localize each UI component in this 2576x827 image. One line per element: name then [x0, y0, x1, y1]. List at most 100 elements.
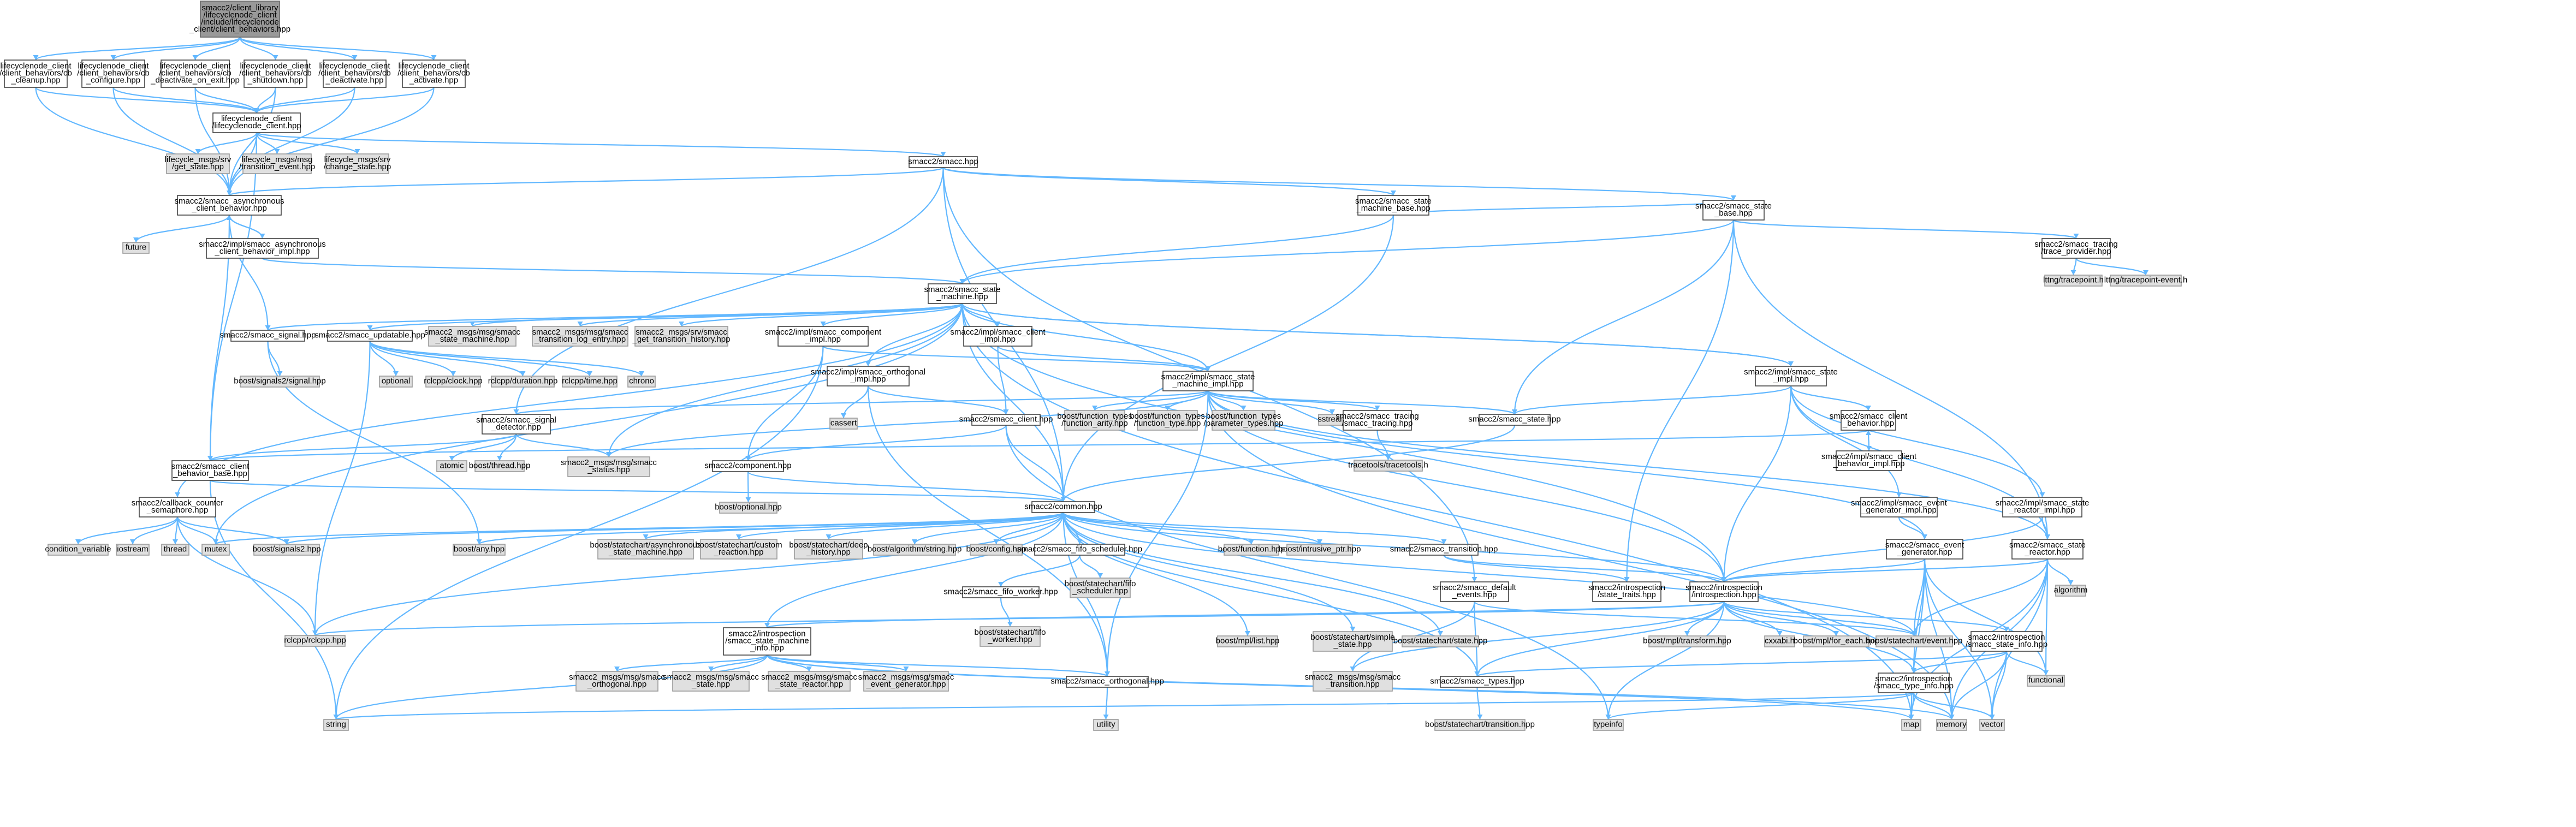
header-node-state-machine[interactable]: smacc2/smacc_state_machine.hpp — [924, 283, 1001, 304]
header-node-state-info[interactable]: smacc2/introspection/smacc_state_info.hp… — [1966, 631, 2047, 652]
dependency-edge — [209, 215, 230, 461]
dependency-arrowhead — [1624, 577, 1630, 582]
header-node-fifo-sched[interactable]: smacc2/smacc_fifo_scheduler.hpp — [1017, 544, 1142, 556]
node-box — [1070, 578, 1131, 598]
node-box — [971, 414, 1041, 426]
header-node-vector: vector — [1979, 719, 2005, 731]
header-node-reactor-impl[interactable]: smacc2/impl/smacc_state_reactor_impl.hpp — [1996, 497, 2090, 517]
header-node-async-cb[interactable]: smacc2/smacc_asynchronous_client_behavio… — [175, 195, 284, 216]
header-node-orth-impl[interactable]: smacc2/impl/smacc_orthogonal_impl.hpp — [811, 366, 925, 386]
dependency-edges — [33, 36, 2148, 721]
dependency-edge — [132, 516, 179, 545]
header-node-smacc-state[interactable]: smacc2/smacc_state.hpp — [1468, 414, 1561, 426]
header-node-state-impl[interactable]: smacc2/impl/smacc_state_impl.hpp — [1744, 366, 1838, 386]
node-box — [323, 60, 387, 88]
node-box — [1860, 497, 1938, 517]
header-node-cb-cleanup[interactable]: lifecyclenode_client/client_behaviors/cb… — [0, 60, 72, 88]
node-label-line: smacc2/smacc_fifo_worker.hpp — [943, 587, 1058, 597]
dependency-arrowhead — [577, 322, 583, 326]
node-label-line: _generator_impl.hpp — [1861, 505, 1937, 515]
node-label-line: smacc2/smacc_client.hpp — [959, 415, 1053, 424]
header-node-root[interactable]: smacc2/client_library/lifecyclenode_clie… — [189, 1, 290, 38]
dependency-edge — [215, 303, 963, 545]
dependency-edge — [1991, 651, 2008, 720]
dependency-edge — [1000, 555, 1081, 587]
header-node-client-behavior[interactable]: smacc2/smacc_client_behavior.hpp — [1830, 410, 1908, 431]
node-label-line: smacc2/impl/smacc_state — [1996, 498, 2090, 508]
header-node-introspection[interactable]: smacc2/introspection/introspection.hpp — [1685, 581, 1762, 602]
dependency-arrowhead — [274, 149, 280, 154]
header-node-cb-base[interactable]: smacc2/smacc_client_behavior_base.hpp — [171, 460, 250, 481]
header-node-tracing-tp[interactable]: smacc2/smacc_tracing/trace_provider.hpp — [2034, 238, 2118, 259]
header-node-smacc-hpp[interactable]: smacc2/smacc.hpp — [908, 156, 978, 168]
header-node-state-traits[interactable]: smacc2/introspection/state_traits.hpp — [1588, 581, 1665, 602]
node-label-line: boost/any.hpp — [454, 545, 504, 554]
header-node-updatable[interactable]: smacc2/smacc_updatable.hpp — [314, 330, 425, 342]
header-node-ev-gen-impl[interactable]: smacc2/impl/smacc_event_generator_impl.h… — [1851, 497, 1948, 517]
header-node-default-events[interactable]: smacc2/smacc_default_events.hpp — [1433, 581, 1517, 602]
dependency-edge — [209, 429, 1869, 462]
node-box — [777, 326, 869, 347]
header-node-smacc-types[interactable]: smacc2/smacc_types.hpp — [1430, 676, 1524, 688]
header-node-sig-detector[interactable]: smacc2/smacc_signal_detector.hpp — [476, 414, 556, 435]
header-node-sm-impl[interactable]: smacc2/impl/smacc_state_machine_impl.hpp — [1161, 371, 1255, 391]
dependency-edge — [256, 132, 358, 154]
header-node-sm-info[interactable]: smacc2/introspection/smacc_state_machine… — [723, 627, 811, 656]
dependency-edge — [1476, 650, 2008, 677]
node-label-line: rclcpp/clock.hpp — [424, 377, 483, 386]
dependency-edge — [822, 303, 963, 327]
dependency-arrowhead — [1317, 539, 1322, 544]
header-node-cb-shutdown[interactable]: lifecyclenode_client/client_behaviors/cb… — [239, 60, 312, 88]
header-node-transition-event: lifecycle_msgs/msg/transition_event.hpp — [239, 153, 315, 174]
header-node-async-cb-impl[interactable]: smacc2/impl/smacc_asynchronous_client_be… — [199, 238, 326, 259]
header-node-fifo-worker[interactable]: smacc2/smacc_fifo_worker.hpp — [943, 586, 1058, 598]
header-node-smacc-client[interactable]: smacc2/smacc_client.hpp — [959, 414, 1053, 426]
dependency-edge — [1723, 600, 2008, 633]
dependency-arrowhead — [1896, 492, 1902, 497]
node-box — [700, 539, 777, 560]
header-node-callback-sem[interactable]: smacc2/callback_counter_semaphore.hpp — [132, 497, 223, 517]
header-node-common[interactable]: smacc2/common.hpp — [1024, 501, 1102, 513]
header-node-type-info[interactable]: smacc2/introspection/smacc_type_info.hpp — [1874, 673, 1954, 693]
dependency-arrowhead — [1605, 715, 1611, 719]
node-label-line: lifecycle_msgs/msg — [241, 155, 312, 164]
node-label-line: smacc2/smacc_transition.hpp — [1390, 545, 1498, 554]
node-label-line: smacc2/smacc_orthogonal.hpp — [1050, 677, 1164, 686]
header-node-ev-gen[interactable]: smacc2/smacc_event_generator.hpp — [1885, 539, 1964, 560]
dependency-arrowhead — [1249, 539, 1254, 544]
dependency-edge — [176, 516, 288, 545]
header-node-orthogonal[interactable]: smacc2/smacc_orthogonal.hpp — [1050, 676, 1164, 688]
header-node-comp-impl[interactable]: smacc2/impl/smacc_component_impl.hpp — [765, 326, 882, 347]
dependency-arrowhead — [820, 322, 826, 326]
dependency-arrowhead — [639, 371, 644, 376]
dependency-arrowhead — [333, 715, 339, 719]
header-node-cb-configure[interactable]: lifecyclenode_client/client_behaviors/cb… — [77, 60, 150, 88]
header-node-sm-base[interactable]: smacc2/smacc_state_machine_base.hpp — [1355, 195, 1432, 216]
header-node-client-impl[interactable]: smacc2/impl/smacc_client_impl.hpp — [950, 326, 1046, 347]
node-box — [425, 376, 481, 388]
header-node-state-reactor[interactable]: smacc2/smacc_state_reactor.hpp — [2009, 539, 2086, 560]
header-node-cb-deactivate[interactable]: lifecyclenode_client/client_behaviors/cb… — [318, 60, 391, 88]
node-box — [325, 153, 389, 174]
dependency-arrowhead — [1060, 513, 1066, 517]
header-node-component[interactable]: smacc2/component.hpp — [704, 460, 792, 472]
node-label-line: _get_transition_history.hpp — [632, 335, 730, 344]
node-box — [491, 376, 555, 388]
dependency-edge — [515, 167, 944, 415]
node-box — [161, 544, 189, 556]
header-node-state-base[interactable]: smacc2/smacc_state_base.hpp — [1695, 200, 1772, 221]
header-node-lc-client[interactable]: lifecyclenode_client/lifecyclenode_clien… — [212, 112, 301, 133]
header-node-tracing-h[interactable]: smacc2/smacc_tracing/smacc_tracing.hpp — [1336, 410, 1419, 431]
node-box — [1878, 673, 1950, 693]
header-node-cb-activate[interactable]: lifecyclenode_client/client_behaviors/cb… — [397, 60, 470, 88]
header-node-cb-deact-exit[interactable]: lifecyclenode_client/client_behaviors/cb… — [150, 60, 240, 88]
dependency-arrowhead — [33, 55, 39, 60]
node-label-line: /client_behaviors/cb — [318, 69, 391, 78]
header-node-signal[interactable]: smacc2/smacc_signal.hpp — [220, 330, 316, 342]
node-label-line: /client_behaviors/cb — [397, 69, 470, 78]
header-node-functional: functional — [2027, 675, 2065, 687]
header-node-mpl-list: boost/mpl/list.hpp — [1216, 635, 1279, 647]
header-node-transition[interactable]: smacc2/smacc_transition.hpp — [1390, 544, 1498, 556]
header-node-cb-impl[interactable]: smacc2/impl/smacc_client_behavior_impl.h… — [1821, 450, 1917, 471]
dependency-edge — [1063, 512, 1249, 636]
